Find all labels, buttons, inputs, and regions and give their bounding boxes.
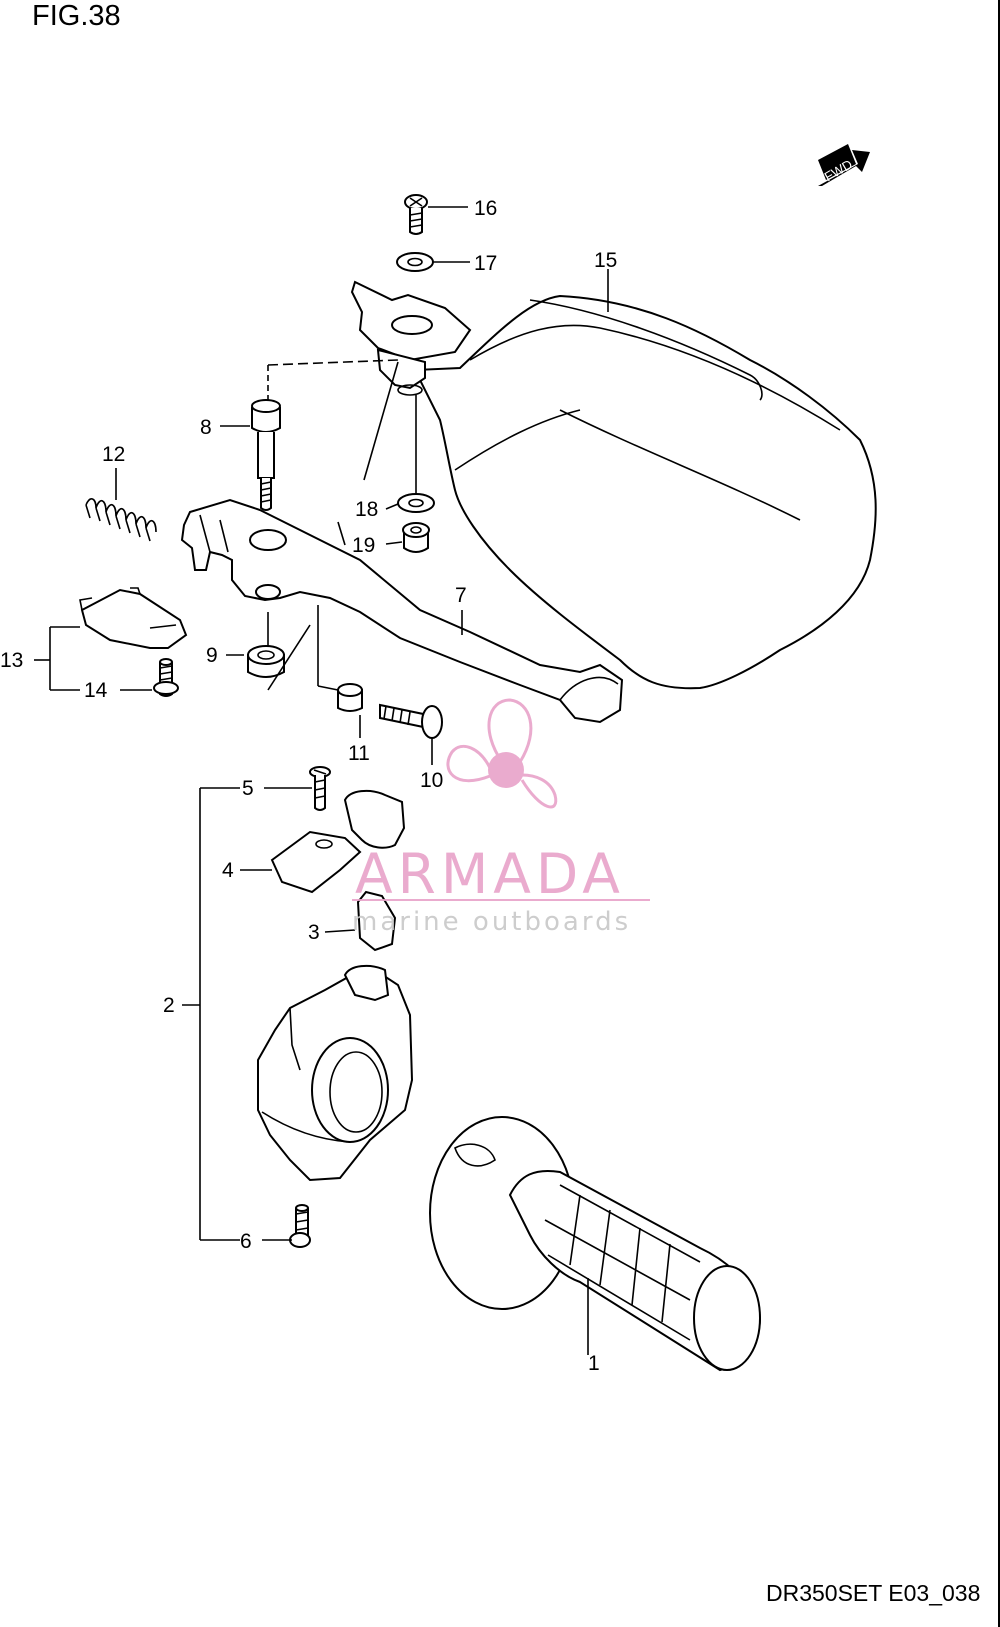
leader-lines xyxy=(34,206,609,1355)
screw-14 xyxy=(153,658,179,697)
figure-code: DR350SET E03_038 xyxy=(766,1580,981,1606)
screw-6 xyxy=(289,1204,311,1248)
bolt-8 xyxy=(251,399,281,511)
callout-2: 2 xyxy=(163,994,175,1017)
spring-12 xyxy=(85,498,157,542)
part-3 xyxy=(356,890,397,952)
callout-7: 7 xyxy=(455,584,467,607)
callout-6: 6 xyxy=(240,1230,252,1253)
callout-14: 14 xyxy=(84,679,108,702)
nut-19 xyxy=(402,522,430,553)
callout-12: 12 xyxy=(102,443,125,466)
figure-title: FIG.38 xyxy=(32,0,121,32)
brake-switch-13 xyxy=(79,587,188,649)
callout-1: 1 xyxy=(588,1352,600,1375)
callout-4: 4 xyxy=(222,859,234,882)
callout-16: 16 xyxy=(474,197,497,220)
callout-18: 18 xyxy=(355,498,378,521)
screw-5 xyxy=(309,766,331,811)
bolt-10 xyxy=(379,703,443,739)
callout-19: 19 xyxy=(352,534,375,557)
callout-9: 9 xyxy=(206,644,218,667)
nut-9 xyxy=(247,645,285,678)
switch-housing-2 xyxy=(257,964,414,1182)
right-border xyxy=(998,0,1000,1627)
guard-bracket xyxy=(350,280,472,396)
propeller-logo-icon xyxy=(446,698,558,809)
watermark-brand: ARMADA xyxy=(355,842,625,906)
watermark: ARMADA marine outboards xyxy=(352,698,650,937)
callout-17: 17 xyxy=(474,252,497,275)
brake-lever-7 xyxy=(180,498,624,724)
callout-3: 3 xyxy=(308,921,320,944)
grip-1 xyxy=(429,1116,762,1372)
fwd-arrow-icon: FWD xyxy=(818,144,870,186)
callout-8: 8 xyxy=(200,416,212,439)
washer-18 xyxy=(397,493,435,513)
callout-labels: 1 2 3 4 5 6 7 8 9 10 11 12 13 14 15 16 1… xyxy=(0,197,617,1375)
screw-16 xyxy=(404,194,428,235)
callout-11: 11 xyxy=(348,742,370,765)
callout-10: 10 xyxy=(420,769,443,792)
watermark-tagline: marine outboards xyxy=(352,907,631,937)
callout-15: 15 xyxy=(594,249,617,272)
nut-11 xyxy=(337,683,363,712)
callout-13: 13 xyxy=(0,649,23,672)
clamp-4 xyxy=(270,789,406,894)
hand-guard xyxy=(413,294,877,690)
washer-17 xyxy=(396,252,434,272)
callout-5: 5 xyxy=(242,777,254,800)
